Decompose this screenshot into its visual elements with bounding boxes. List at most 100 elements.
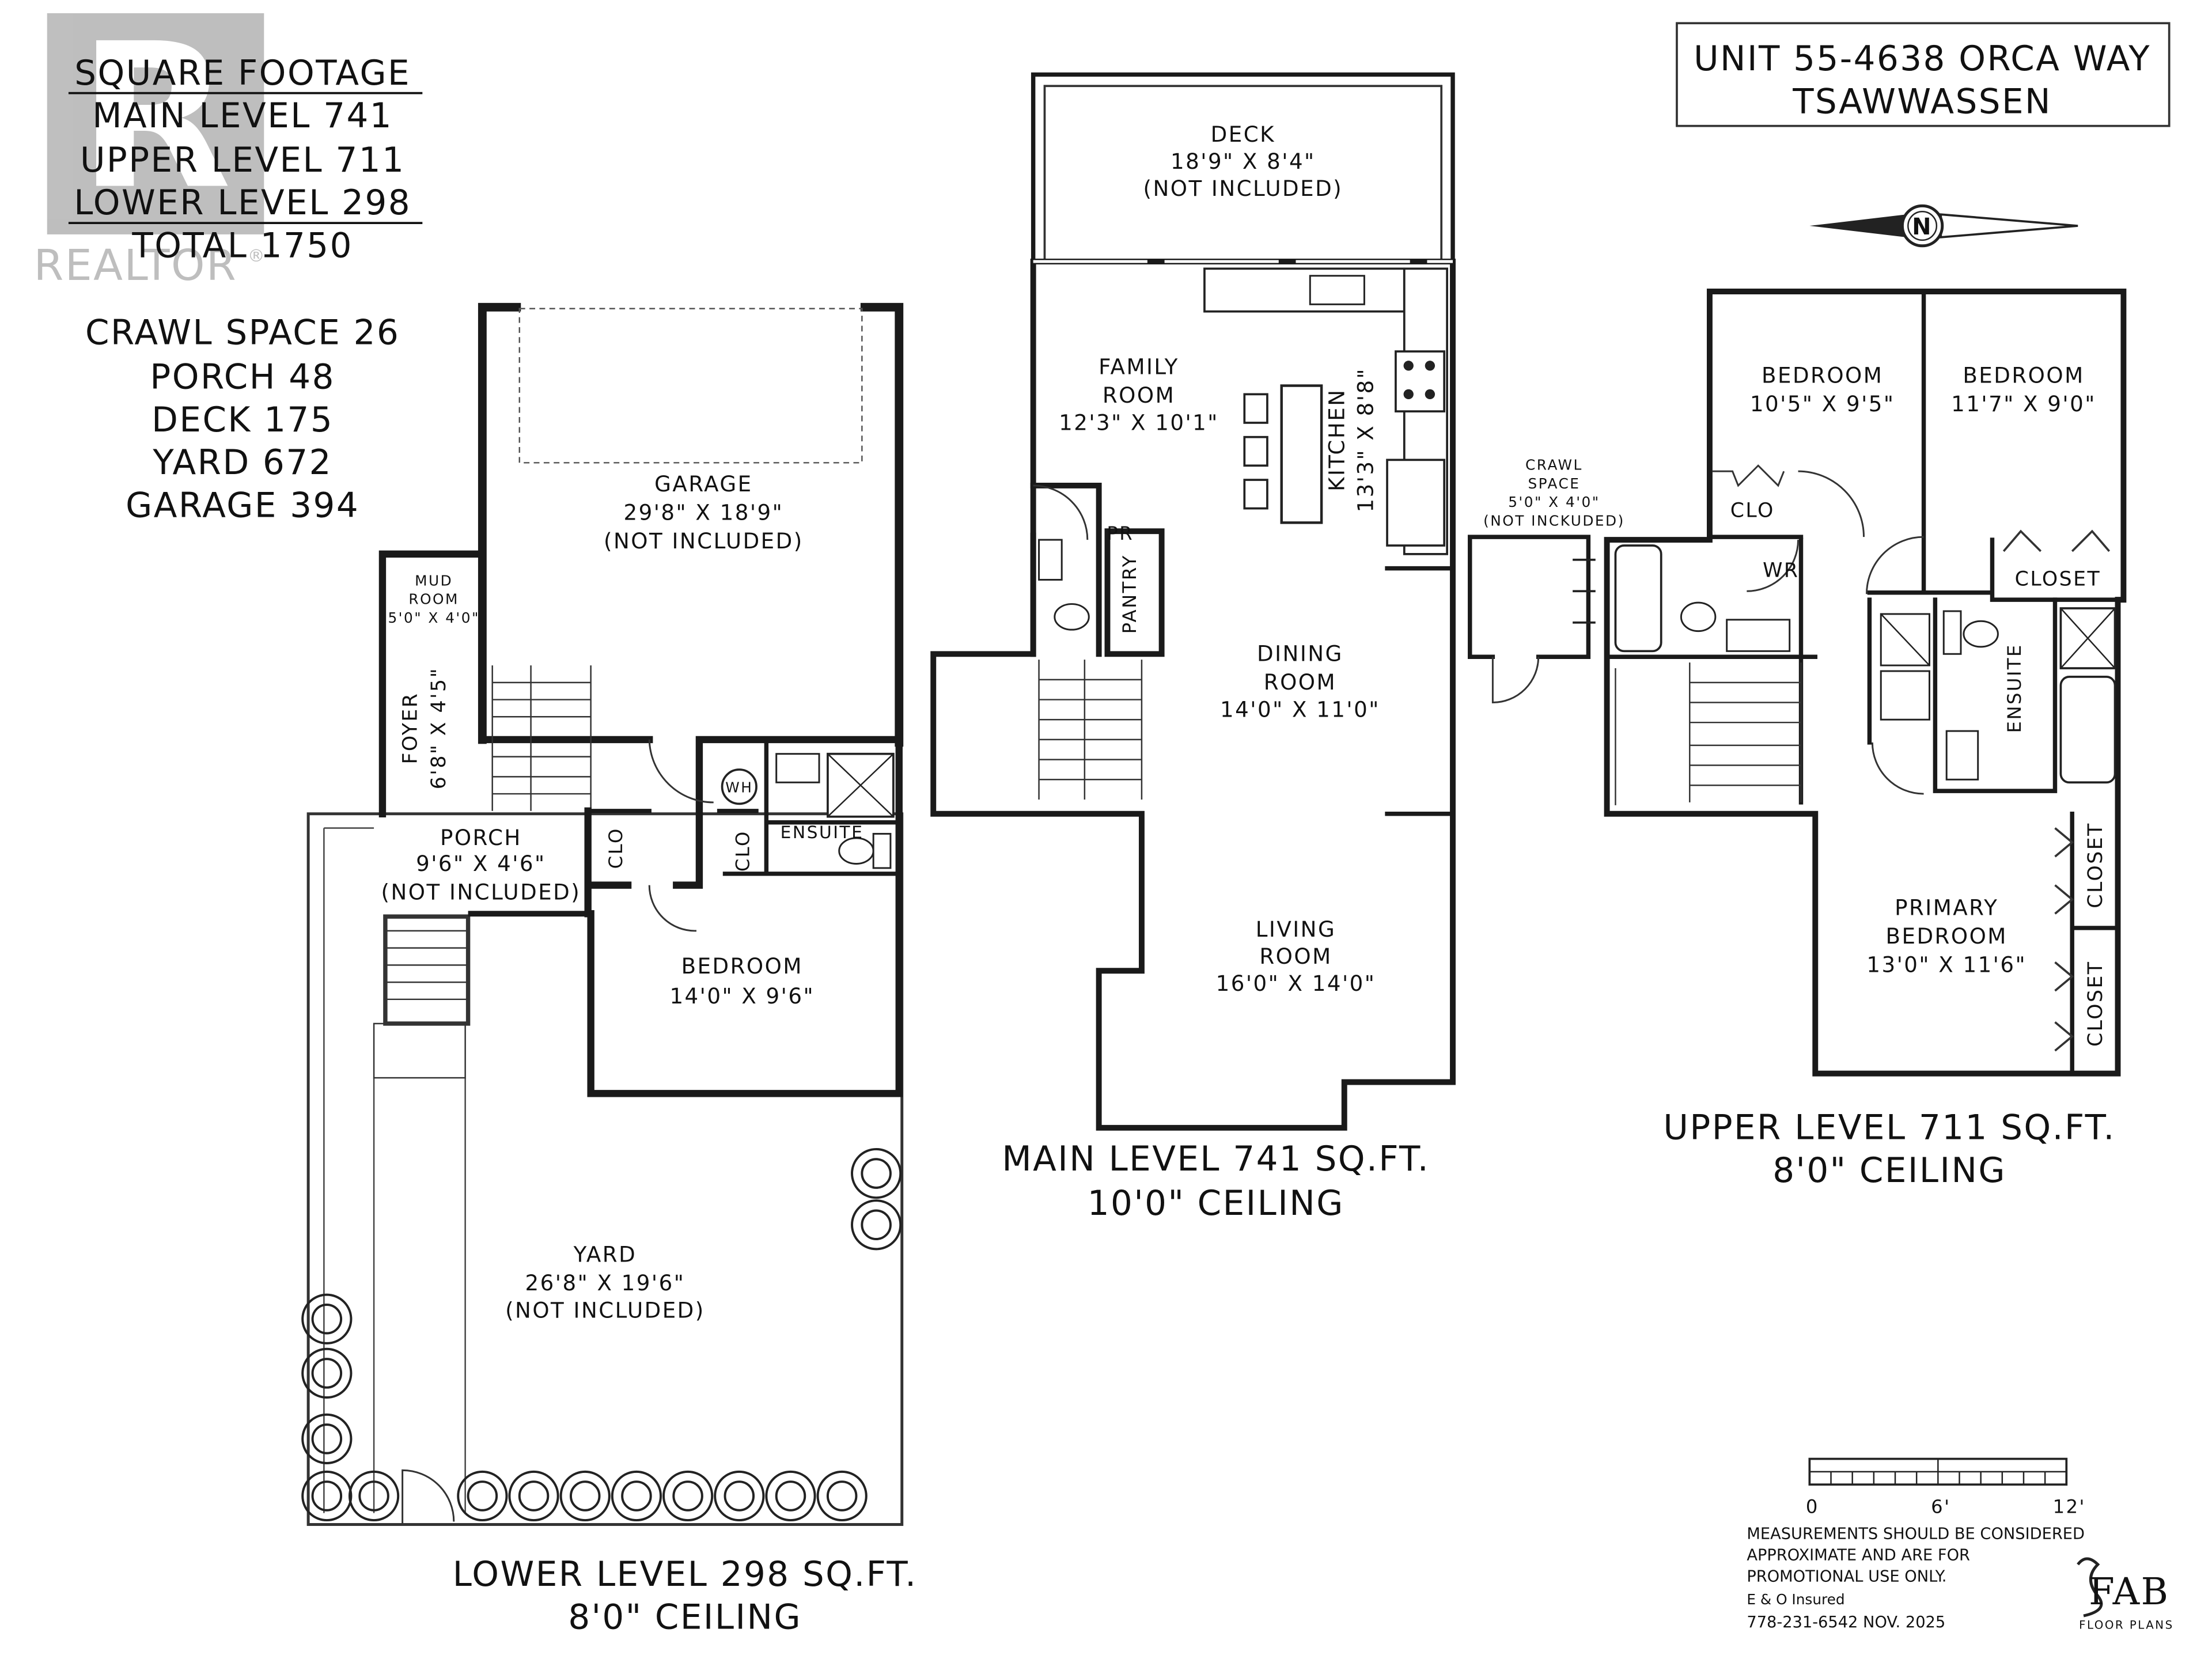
porch-dims: 9'6" X 4'6" (416, 851, 546, 876)
mud-room-label-2: ROOM (408, 591, 459, 608)
family-room-label-1: FAMILY (1099, 355, 1179, 380)
upper-bedroom-1-dims: 10'5" X 9'5" (1750, 392, 1895, 416)
lower-level-caption: LOWER LEVEL 298 SQ.FT. (453, 1555, 918, 1594)
garage-label: GARAGE (654, 472, 752, 497)
living-room-label-2: ROOM (1259, 944, 1332, 969)
disclaimer-contact: 778-231-6542 NOV. 2025 (1747, 1613, 1945, 1631)
porch-label: PORCH (440, 825, 522, 850)
lower-ensuite-label: ENSUITE (781, 823, 864, 843)
summary-yard: YARD 672 (152, 443, 332, 483)
lower-clo-2: CLO (732, 830, 754, 872)
scale-tick-0: 0 (1806, 1496, 1819, 1518)
lower-level-ceiling: 8'0" CEILING (568, 1597, 802, 1637)
yard-label: YARD (573, 1243, 637, 1267)
family-room-dims: 12'3" X 10'1" (1059, 410, 1219, 435)
upper-level-caption: UPPER LEVEL 711 SQ.FT. (1663, 1108, 2115, 1148)
powder-room-label: PR (1107, 522, 1134, 544)
summary-lower-level: LOWER LEVEL 298 (74, 183, 411, 223)
disclaimer-line-2: APPROXIMATE AND ARE FOR (1747, 1546, 1970, 1564)
main-level-ceiling: 10'0" CEILING (1088, 1184, 1344, 1224)
closet-top-label: CLOSET (2015, 567, 2101, 590)
closet-b-label: CLOSET (2084, 960, 2107, 1047)
garage-note: (NOT INCLUDED) (604, 529, 804, 554)
dining-room-label-2: ROOM (1264, 670, 1336, 695)
crawl-space-label-2: SPACE (1528, 475, 1580, 492)
upper-bedroom-2-label: BEDROOM (1963, 363, 2084, 388)
kitchen-dims: 13'3" X 8'8" (1353, 368, 1378, 513)
summary-header: SQUARE FOOTAGE (74, 54, 411, 93)
lower-bedroom-dims: 14'0" X 9'6" (669, 984, 815, 1009)
crawl-space-dims: 5'0" X 4'0" (1508, 494, 1600, 510)
washroom-label: WR (1763, 559, 1799, 582)
living-room-label-1: LIVING (1256, 917, 1336, 942)
upper-bedroom-2-dims: 11'7" X 9'0" (1951, 392, 2096, 416)
fab-logo-name: FAB (2089, 1570, 2169, 1613)
realtor-registered: ® (248, 246, 266, 266)
address-box: UNIT 55-4638 ORCA WAY TSAWWASSEN (1676, 22, 2171, 127)
address-line2: TSAWWASSEN (1792, 82, 2052, 122)
foyer-dims: 6'8" X 4'5" (427, 667, 450, 789)
closet-a-label: CLOSET (2084, 822, 2107, 908)
primary-bedroom-label-2: BEDROOM (1886, 924, 2008, 949)
compass-icon: N (1809, 204, 2078, 248)
summary-crawl: CRAWL SPACE 26 (85, 313, 400, 353)
upper-ensuite-label: ENSUITE (2003, 643, 2025, 733)
realtor-brand: REALTOR (34, 240, 237, 290)
main-level-caption: MAIN LEVEL 741 SQ.FT. (1002, 1139, 1430, 1179)
summary-deck: DECK 175 (151, 400, 334, 440)
summary-upper-level: UPPER LEVEL 711 (80, 141, 405, 180)
summary-main-level: MAIN LEVEL 741 (92, 96, 393, 136)
dining-room-dims: 14'0" X 11'0" (1220, 697, 1380, 722)
summary-porch: PORCH 48 (150, 357, 335, 397)
lower-stairs (491, 665, 592, 811)
upper-level-ceiling: 8'0" CEILING (1772, 1151, 2006, 1191)
porch-stairs (373, 914, 471, 1079)
foyer-label: FOYER (399, 692, 422, 764)
porch-note: (NOT INCLUDED) (381, 880, 581, 904)
yard-note: (NOT INCLUDED) (505, 1298, 705, 1323)
lower-bedroom-label: BEDROOM (681, 954, 803, 979)
scale-tick-12: 12' (2053, 1496, 2086, 1518)
realtor-logo-letter: R (78, 1, 233, 233)
upper-bedroom-1-label: BEDROOM (1762, 363, 1883, 388)
main-stairs (1038, 660, 1143, 800)
crawl-space-note: (NOT INCKUDED) (1483, 512, 1625, 529)
fab-logo-sub: FLOOR PLANS (2079, 1618, 2174, 1631)
upper-clo-label: CLO (1730, 499, 1775, 522)
upper-stairs (1615, 662, 1802, 805)
disclaimer-line-1: MEASUREMENTS SHOULD BE CONSIDERED (1747, 1525, 2085, 1543)
yard-outline (306, 812, 904, 1526)
crawl-space-label-1: CRAWL (1525, 457, 1583, 474)
disclaimer-insured: E & O Insured (1747, 1591, 1844, 1608)
fab-logo: FAB FLOOR PLANS (2077, 1557, 2174, 1631)
dining-room-label-1: DINING (1257, 642, 1343, 666)
mud-room-dims: 5'0" X 4'0" (388, 609, 479, 626)
disclaimer: MEASUREMENTS SHOULD BE CONSIDERED APPROX… (1747, 1525, 2085, 1631)
primary-bedroom-label-1: PRIMARY (1895, 896, 1998, 921)
square-footage-summary: SQUARE FOOTAGE MAIN LEVEL 741 UPPER LEVE… (68, 54, 423, 525)
tree-icons (301, 1147, 902, 1522)
deck-note: (NOT INCLUDED) (1143, 176, 1343, 201)
yard-dims: 26'8" X 19'6" (525, 1271, 685, 1296)
kitchen-label: KITCHEN (1325, 388, 1350, 491)
deck-dims: 18'9" X 8'4" (1171, 149, 1316, 174)
lower-clo-1: CLO (605, 827, 627, 869)
summary-garage: GARAGE 394 (126, 486, 359, 525)
water-heater-label: WH (725, 779, 753, 796)
scale-tick-6: 6' (1931, 1496, 1950, 1518)
realtor-watermark: R REALTOR ® (34, 1, 266, 291)
pantry-label: PANTRY (1119, 554, 1141, 634)
disclaimer-line-3: PROMOTIONAL USE ONLY. (1747, 1568, 1946, 1586)
address-line1: UNIT 55-4638 ORCA WAY (1694, 39, 2151, 79)
primary-bedroom-dims: 13'0" X 11'6" (1866, 953, 2027, 978)
deck-label: DECK (1211, 122, 1275, 147)
upper-level-plan: CRAWL SPACE 5'0" X 4'0" (NOT INCKUDED) B… (1468, 289, 2127, 1191)
summary-total: TOTAL 1750 (131, 226, 353, 266)
lower-level-plan: GARAGE 29'8" X 18'9" (NOT INCLUDED) MUD … (301, 302, 918, 1637)
living-room-dims: 16'0" X 14'0" (1216, 971, 1376, 996)
scale-bar: 0 6' 12' (1806, 1457, 2086, 1518)
compass-letter: N (1912, 214, 1933, 240)
main-level-plan: DECK 18'9" X 8'4" (NOT INCLUDED) FAMILY … (930, 72, 1456, 1224)
family-room-label-2: ROOM (1103, 383, 1175, 408)
